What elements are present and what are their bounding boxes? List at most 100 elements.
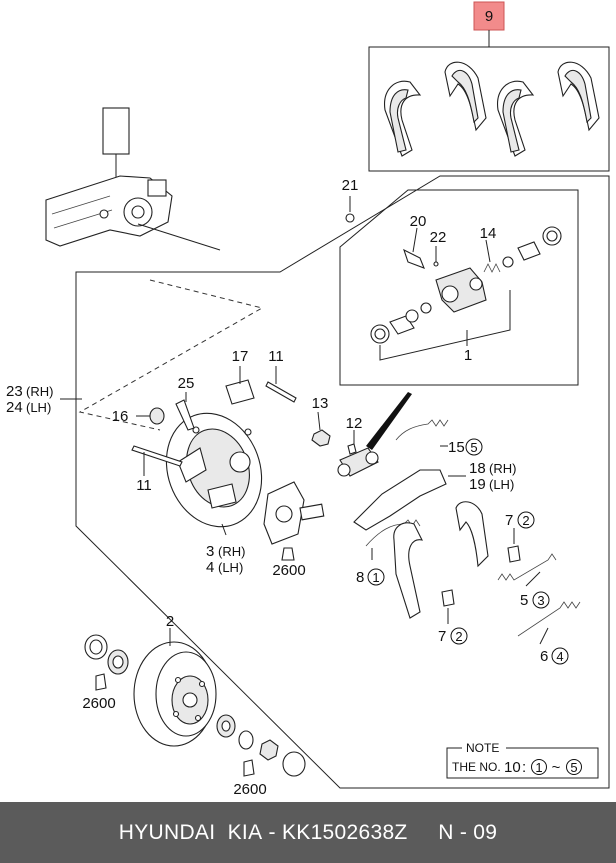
backing-plate: [165, 412, 263, 528]
leader-sketch: [137, 223, 221, 251]
retainer-7-lower: [441, 589, 455, 607]
shoe-kit-frame: [368, 46, 610, 172]
note-prefix: THE NO.: [452, 760, 501, 774]
brake-shoe-right: [455, 501, 489, 568]
callout-22[interactable]: 22: [430, 229, 447, 246]
callout-24: 24: [6, 399, 23, 416]
callout-9[interactable]: 9: [485, 8, 493, 25]
callout-11-left[interactable]: 11: [136, 477, 152, 494]
note-title: NOTE: [466, 741, 499, 755]
footer-part-number: KK1502638Z: [281, 820, 408, 844]
footer-page: N - 09: [438, 820, 498, 844]
svg-text:4: 4: [556, 649, 563, 664]
callout-11-top[interactable]: 11: [268, 348, 284, 365]
callout-3: 3: [206, 543, 214, 560]
cylinder-bracket-line: [379, 290, 511, 361]
svg-text:2: 2: [522, 513, 529, 528]
wheel-cylinder-frame: [339, 189, 579, 386]
brake-shoe-2: [444, 61, 487, 132]
spring-15: [395, 419, 449, 441]
callout-12[interactable]: 12: [346, 415, 363, 432]
svg-text:5: 5: [470, 440, 477, 455]
bleeder-cap-21: [345, 213, 355, 223]
callout-1[interactable]: 1: [464, 347, 472, 364]
callout-19: 19: [469, 476, 486, 493]
seal-16: [149, 407, 165, 425]
svg-text:3: 3: [537, 593, 544, 608]
leader-14: [485, 239, 491, 263]
callout-23-24[interactable]: 23 (RH) 24 (LH): [6, 383, 53, 416]
bolt-11-left: [131, 445, 183, 467]
callout-18-19[interactable]: 18 (RH) 19 (LH): [469, 460, 516, 493]
note-tilde: ~: [552, 759, 561, 776]
callout-20[interactable]: 20: [410, 213, 427, 230]
bolt-25: [175, 399, 195, 431]
svg-text:7: 7: [505, 512, 513, 529]
callout-6[interactable]: 6 4: [540, 647, 569, 665]
brake-shoe-left: [393, 522, 423, 619]
note-from: 1: [535, 760, 542, 775]
note-box: NOTE THE NO. 10 : 1 ~ 5: [446, 741, 599, 779]
leader-5: [525, 571, 541, 587]
callout-18-side: (RH): [489, 461, 516, 476]
brake-shoe-4: [557, 61, 600, 132]
svg-text:5: 5: [520, 592, 528, 609]
callout-13[interactable]: 13: [312, 395, 329, 412]
wheel-cylinder-12: [337, 443, 379, 477]
retainer-7-upper: [507, 545, 521, 563]
brake-assembly-diagram: 9: [6, 1, 610, 798]
callout-8[interactable]: 8 1: [356, 568, 385, 586]
brake-shoe-1: [384, 80, 422, 157]
leader-13: [317, 411, 321, 431]
callout-2[interactable]: 2: [166, 613, 174, 630]
suspension-reference-sketch: [45, 107, 173, 247]
callout-24-side: (LH): [26, 400, 51, 415]
callout-7-lower[interactable]: 7 2: [438, 627, 468, 645]
footer-gap: [408, 821, 439, 845]
brake-drum: [133, 641, 217, 747]
svg-text:2: 2: [455, 629, 462, 644]
bleeder-screw-20: [403, 248, 425, 269]
callout-5[interactable]: 5 3: [520, 591, 550, 609]
callout-23: 23: [6, 383, 23, 400]
callout-17[interactable]: 17: [232, 348, 249, 365]
footer-bar: HYUNDAI KIA - KK1502638Z N - 09: [0, 802, 616, 863]
footer-separator: -: [262, 820, 282, 844]
callout-25[interactable]: 25: [178, 375, 195, 392]
footer-brand: HYUNDAI KIA: [118, 820, 263, 844]
main-assembly-frame: [75, 175, 610, 789]
leader-20: [412, 227, 418, 253]
callout-7-upper[interactable]: 7 2: [505, 511, 535, 529]
nut-13: [311, 429, 331, 447]
hub-cap: [282, 751, 306, 777]
callout-3-4[interactable]: 3 (RH) 4 (LH): [206, 543, 245, 576]
brake-shoe-3: [497, 80, 535, 157]
hub-nut: [259, 739, 279, 761]
note-frame: [446, 747, 599, 779]
callout-2600-mid[interactable]: 2600: [272, 562, 305, 579]
callout-21[interactable]: 21: [342, 177, 359, 194]
callout-2600-left[interactable]: 2600: [82, 695, 115, 712]
callout-15[interactable]: 15 5: [448, 438, 483, 456]
callout-2600-bottom[interactable]: 2600: [233, 781, 266, 798]
callout-4: 4: [206, 559, 214, 576]
callout-18: 18: [469, 460, 486, 477]
leader-6: [539, 627, 549, 645]
spring-5: [497, 553, 557, 581]
callout-16[interactable]: 16: [112, 408, 129, 425]
callout-14[interactable]: 14: [480, 225, 497, 242]
wheel-cylinder-parts: [345, 213, 562, 344]
note-number: 10: [504, 759, 521, 776]
bolt-11-right: [265, 381, 297, 403]
callout-4-side: (LH): [218, 560, 243, 575]
washer: [238, 730, 254, 750]
reference-hand-icon-left: [95, 673, 107, 691]
hub-spindle: [263, 481, 325, 561]
svg-text:15: 15: [448, 439, 465, 456]
highlight-marker: [473, 1, 505, 31]
pointer-arrow: [366, 392, 412, 450]
parking-lever: [353, 469, 447, 531]
svg-text:6: 6: [540, 648, 548, 665]
spring-6: [517, 601, 581, 637]
